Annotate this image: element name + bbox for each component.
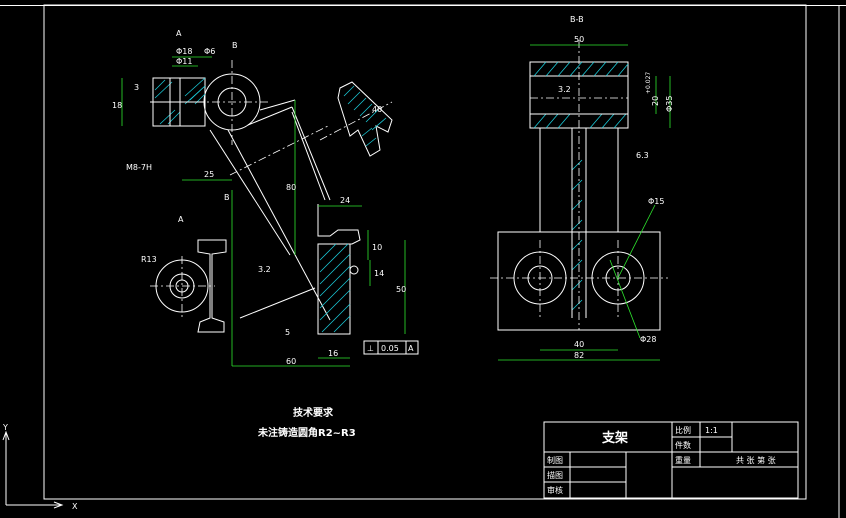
dim-d20: 20 bbox=[651, 96, 660, 106]
dim-b40: 40 bbox=[574, 340, 584, 349]
drafted-label: 描图 bbox=[547, 470, 563, 480]
scale-label: 比例 bbox=[675, 425, 691, 435]
notes-heading: 技术要求 bbox=[293, 406, 334, 419]
view-a: A R13 bbox=[141, 215, 227, 333]
dim-v80: 80 bbox=[286, 183, 296, 192]
dim-h24: 24 bbox=[340, 196, 350, 205]
checked-label: 审核 bbox=[547, 485, 563, 495]
dim-h60: 60 bbox=[286, 357, 296, 366]
ucs-x-label: X bbox=[72, 502, 78, 511]
sheet-count: 共 张 第 张 bbox=[736, 455, 776, 465]
angle-40: 40 bbox=[372, 105, 382, 114]
part-name: 支架 bbox=[601, 430, 628, 446]
dim-v5: 5 bbox=[285, 328, 290, 337]
dim-h16: 16 bbox=[328, 349, 338, 358]
scale-value: 1:1 bbox=[705, 426, 718, 435]
dim-v18: 18 bbox=[112, 101, 122, 110]
tol-symbol: ⊥ bbox=[367, 344, 374, 353]
roughness-32: 3.2 bbox=[258, 265, 271, 274]
main-view bbox=[150, 60, 361, 335]
paper-edge bbox=[0, 5, 846, 6]
ucs-icon: Y X bbox=[2, 423, 78, 511]
section-bb-label: B-B bbox=[570, 15, 584, 24]
dim-v50: 50 bbox=[396, 285, 406, 294]
tol-value: 0.05 bbox=[381, 344, 399, 353]
dim-v10: 10 bbox=[372, 243, 382, 252]
dim-v14: 14 bbox=[374, 269, 384, 278]
section-bb-dimensions: 50 Φ35 20 +0.027 Φ15 40 82 Φ28 3.2 6.3 bbox=[498, 35, 674, 361]
dim-h25: 25 bbox=[204, 170, 214, 179]
tol-datum: A bbox=[408, 344, 414, 353]
roughness-bb-side: 6.3 bbox=[636, 151, 649, 160]
dim-v3: 3 bbox=[134, 83, 139, 92]
dim-d6: Φ6 bbox=[204, 47, 215, 56]
dim-d28: Φ28 bbox=[640, 335, 656, 344]
section-bb: B-B bbox=[490, 15, 668, 331]
view-arrow-b: B bbox=[232, 41, 238, 50]
thread-label: M8-7H bbox=[126, 163, 152, 172]
rib-edge-right bbox=[291, 106, 331, 201]
tolerance-frame: ⊥ 0.05 A bbox=[363, 340, 419, 355]
weight-label: 重量 bbox=[675, 455, 691, 465]
roughness-bb: 3.2 bbox=[558, 85, 571, 94]
view-a-label: A bbox=[178, 215, 184, 224]
title-block: 支架 比例 1:1 件数 重量 共 张 第 张 制图 描图 审核 bbox=[543, 421, 799, 499]
dim-d20-tol: +0.027 bbox=[645, 72, 652, 94]
dim-b82: 82 bbox=[574, 351, 584, 360]
foot-top-flange bbox=[317, 204, 361, 245]
ucs-y-label: Y bbox=[2, 423, 8, 432]
dim-d35: Φ35 bbox=[665, 96, 674, 112]
qty-label: 件数 bbox=[675, 440, 691, 450]
dim-r13: R13 bbox=[141, 255, 157, 264]
view-arrow-b-lower: B bbox=[224, 193, 230, 202]
drawing-border bbox=[43, 4, 807, 500]
view-arrow-a: A bbox=[176, 29, 182, 38]
base-plate bbox=[497, 231, 661, 331]
main-dimensions: Φ18 Φ11 Φ6 18 3 25 60 80 24 10 14 50 5 1… bbox=[112, 29, 406, 367]
technical-notes: 技术要求 未注铸造圆角R2~R3 bbox=[257, 406, 356, 439]
dim-d15: Φ15 bbox=[648, 197, 664, 206]
oblique-section bbox=[319, 81, 393, 157]
dim-d18: Φ18 bbox=[176, 47, 192, 56]
notes-line1: 未注铸造圆角R2~R3 bbox=[257, 426, 356, 439]
rib-edge-left bbox=[209, 129, 291, 256]
foot-section bbox=[317, 243, 351, 335]
drawn-label: 制图 bbox=[547, 455, 563, 465]
dim-top50: 50 bbox=[574, 35, 584, 44]
dim-d11: Φ11 bbox=[176, 57, 192, 66]
